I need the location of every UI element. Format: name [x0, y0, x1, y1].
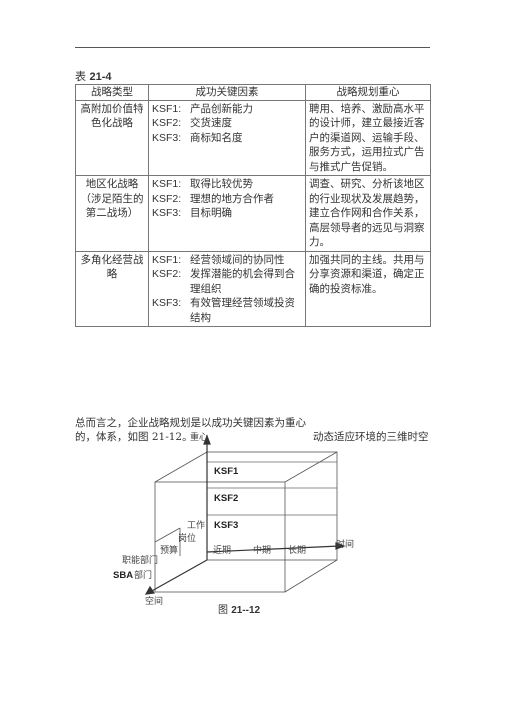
label-sba-dept: 部门 — [134, 569, 152, 581]
cell-ksf: KSF1:经营领域间的协同性 KSF2:发挥潜能的机会得到合理组织 KSF3:有… — [148, 250, 306, 327]
table-header-row: 战略类型 成功关键因素 战略规划重心 — [75, 84, 431, 101]
cell-strategy-type: 多角化经营战略 — [75, 250, 149, 327]
label-budget: 预算 — [160, 544, 178, 556]
label-work: 工作 — [187, 519, 205, 531]
summary-paragraph: 总而言之，企业战略规划是以成功关键因素为重心的，体系，如图 21-12。动态适应… — [75, 417, 429, 443]
table-label: 表 21-4 — [75, 70, 112, 83]
table-row: 高附加价值特色化战略 KSF1:产品创新能力 KSF2:交货速度 KSF3:商标… — [75, 99, 431, 176]
label-time: 时间 — [336, 538, 354, 550]
cube-edge — [154, 451, 208, 483]
header-strategy-type: 战略类型 — [75, 84, 149, 101]
space-axis — [149, 559, 208, 593]
header-ksf: 成功关键因素 — [148, 84, 306, 101]
cell-ksf: KSF1:产品创新能力 KSF2:交货速度 KSF3:商标知名度 — [148, 99, 306, 176]
label-mid: 中期 — [253, 544, 271, 556]
cell-ksf: KSF1:取得比较优势 KSF2:理想的地方合作者 KSF3:目标明确 — [148, 175, 306, 252]
cube-edge — [284, 559, 338, 593]
cell-strategy-type: 地区化战略（涉足陌生的第二战场） — [75, 175, 149, 252]
cube-edge — [284, 451, 338, 483]
strategy-table: 战略类型 成功关键因素 战略规划重心 高附加价值特色化战略 KSF1:产品创新能… — [75, 84, 431, 327]
label-dept: 职能部门 — [122, 554, 158, 566]
inner-edge — [154, 527, 181, 543]
header-rule — [75, 47, 430, 48]
table-row: 多角化经营战略 KSF1:经营领域间的协同性 KSF2:发挥潜能的机会得到合理组… — [75, 250, 431, 327]
label-long: 长期 — [288, 544, 306, 556]
label-ksf1: KSF1 — [214, 466, 239, 477]
space-axis-arrow — [144, 585, 156, 595]
time-axis — [206, 545, 341, 553]
header-planning-focus: 战略规划重心 — [305, 84, 431, 101]
label-near: 近期 — [213, 544, 231, 556]
cell-strategy-type: 高附加价值特色化战略 — [75, 99, 149, 176]
time-axis-arrow — [335, 542, 346, 550]
cell-focus: 加强共同的主线。共用与分享资源和渠道，确定正确的投资标准。 — [305, 250, 431, 327]
label-ksf3: KSF3 — [214, 520, 238, 531]
label-ksf2: KSF2 — [214, 493, 238, 504]
cube-back-face — [206, 451, 338, 561]
label-post: 岗位 — [178, 532, 196, 544]
label-space: 空间 — [145, 595, 163, 607]
cube-front-face — [154, 481, 286, 593]
label-sba: SBA — [113, 570, 133, 581]
table-row: 地区化战略（涉足陌生的第二战场） KSF1:取得比较优势 KSF2:理想的地方合… — [75, 175, 431, 252]
figure-caption: 图 21--12 — [218, 605, 261, 616]
cell-focus: 调查、研究、分析该地区的行业现状及发展趋势，建立合作网和合作关系，高层领导者的远… — [305, 175, 431, 252]
cell-focus: 聘用、培养、激励高水平的设计师，建立最接近客户的渠道网、运输手段、服务方式，运用… — [305, 99, 431, 176]
